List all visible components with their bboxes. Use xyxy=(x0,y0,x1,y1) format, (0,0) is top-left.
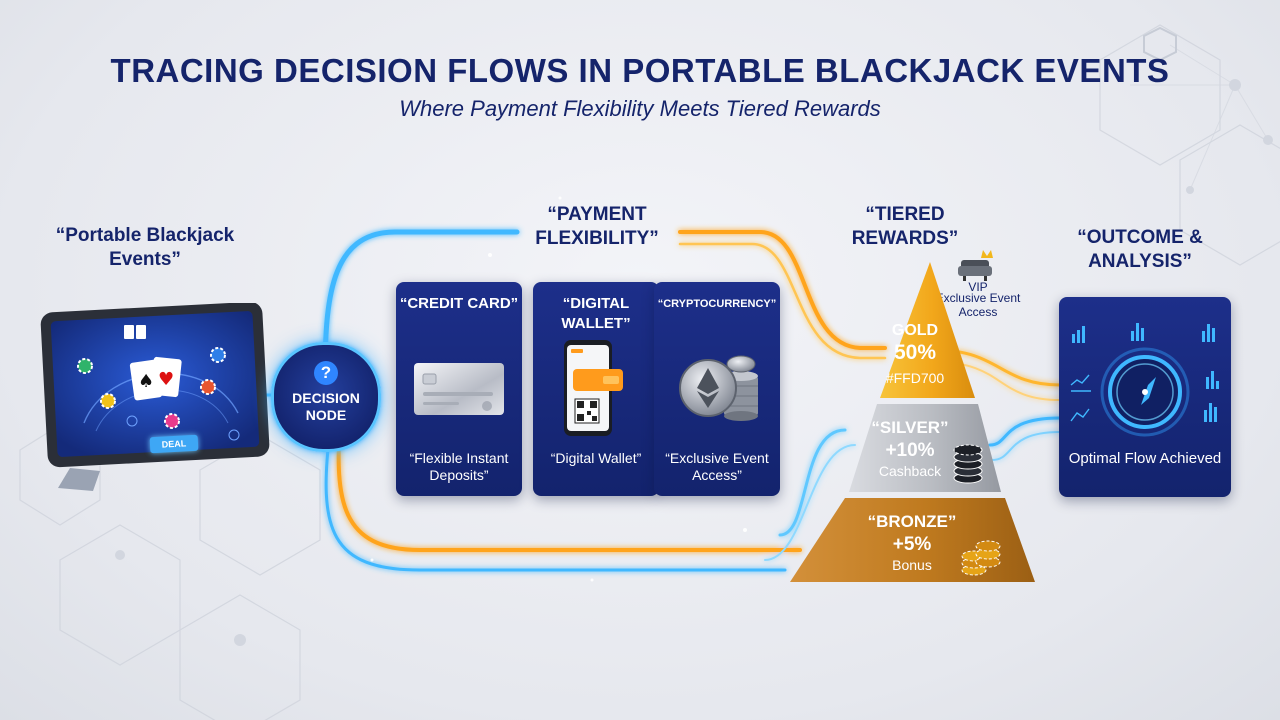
gold-chip-stack-icon xyxy=(961,540,1001,576)
deal-button[interactable]: DEAL xyxy=(149,434,199,454)
card-caption: “Exclusive Event Access” xyxy=(665,450,769,483)
tier-silver-name: “SILVER” xyxy=(871,418,949,437)
tier-gold-note: #FFD700 xyxy=(885,370,945,386)
compass-gauge-icon xyxy=(1141,377,1156,405)
flow-line-silver-outcome-2 xyxy=(991,431,1061,461)
tier-silver-value: +10% xyxy=(885,440,935,461)
chip-stack-icon xyxy=(953,444,983,484)
tier-bronze-value: +5% xyxy=(892,534,932,555)
card-caption: “Flexible Instant Deposits” xyxy=(409,450,509,483)
label-payment-flexibility: “PAYMENT FLEXIBILITY” xyxy=(535,204,659,249)
tier-bronze-note: Bonus xyxy=(892,557,932,573)
credit-card-icon xyxy=(414,363,504,415)
outcome-label: Optimal Flow Achieved xyxy=(1068,450,1222,467)
payment-card-crypto[interactable]: “CRYPTOCURRENCY” “Exclusive Event Access… xyxy=(654,282,780,496)
phone-wallet-icon xyxy=(564,340,623,436)
vip-text: Exclusive Event Access xyxy=(935,291,1021,319)
flow-line-to-silver xyxy=(778,428,847,537)
card-caption: “Digital Wallet” xyxy=(550,450,642,466)
label-tiered-rewards: “TIERED REWARDS” xyxy=(851,204,959,249)
payment-card-credit[interactable]: “CREDIT CARD” “Flexible Instant Deposits… xyxy=(396,282,522,496)
tier-bronze-name: “BRONZE” xyxy=(867,512,957,531)
card-title: “DIGITAL WALLET” xyxy=(561,295,631,332)
page-title: TRACING DECISION FLOWS IN PORTABLE BLACK… xyxy=(110,52,1170,89)
question-icon: ? xyxy=(314,361,338,385)
tablet-illustration: ♠ ♥ DEAL xyxy=(38,301,270,493)
crypto-coins-icon xyxy=(679,355,758,421)
card-title: “CREDIT CARD” xyxy=(399,295,519,312)
decision-node[interactable]: ? DECISION NODE xyxy=(271,342,381,452)
label-outcome-analysis: “OUTCOME & ANALYSIS” xyxy=(1077,227,1203,272)
payment-card-wallet[interactable]: “DIGITAL WALLET” “Digital Wallet” xyxy=(533,282,659,496)
flow-line-to-gold xyxy=(678,230,887,350)
tablet-icon: ♠ ♥ xyxy=(40,301,270,491)
flow-line-to-gold-2 xyxy=(678,242,887,360)
outcome-panel[interactable]: Optimal Flow Achieved xyxy=(1059,297,1231,497)
label-portable-events: “Portable Blackjack Events” xyxy=(55,225,235,270)
analytics-graphics xyxy=(1070,323,1219,437)
decision-node-label: DECISION NODE xyxy=(292,390,360,423)
svg-text:♥: ♥ xyxy=(158,369,174,390)
svg-text:♠: ♠ xyxy=(138,371,154,392)
page-subtitle: Where Payment Flexibility Meets Tiered R… xyxy=(399,96,881,121)
tier-gold-value: 50% xyxy=(893,341,937,364)
tier-gold-shape xyxy=(880,262,975,398)
flow-line-silver-outcome xyxy=(988,416,1062,447)
card-title: “CRYPTOCURRENCY” xyxy=(657,298,777,310)
tier-silver-note: Cashback xyxy=(878,463,942,479)
vip-title: VIP xyxy=(968,280,988,294)
vip-chair-icon xyxy=(955,248,999,284)
flow-line-to-silver-2 xyxy=(764,444,856,561)
tier-gold-name: GOLD xyxy=(891,322,939,339)
flow-line-to-bronze-cyan xyxy=(324,428,787,572)
